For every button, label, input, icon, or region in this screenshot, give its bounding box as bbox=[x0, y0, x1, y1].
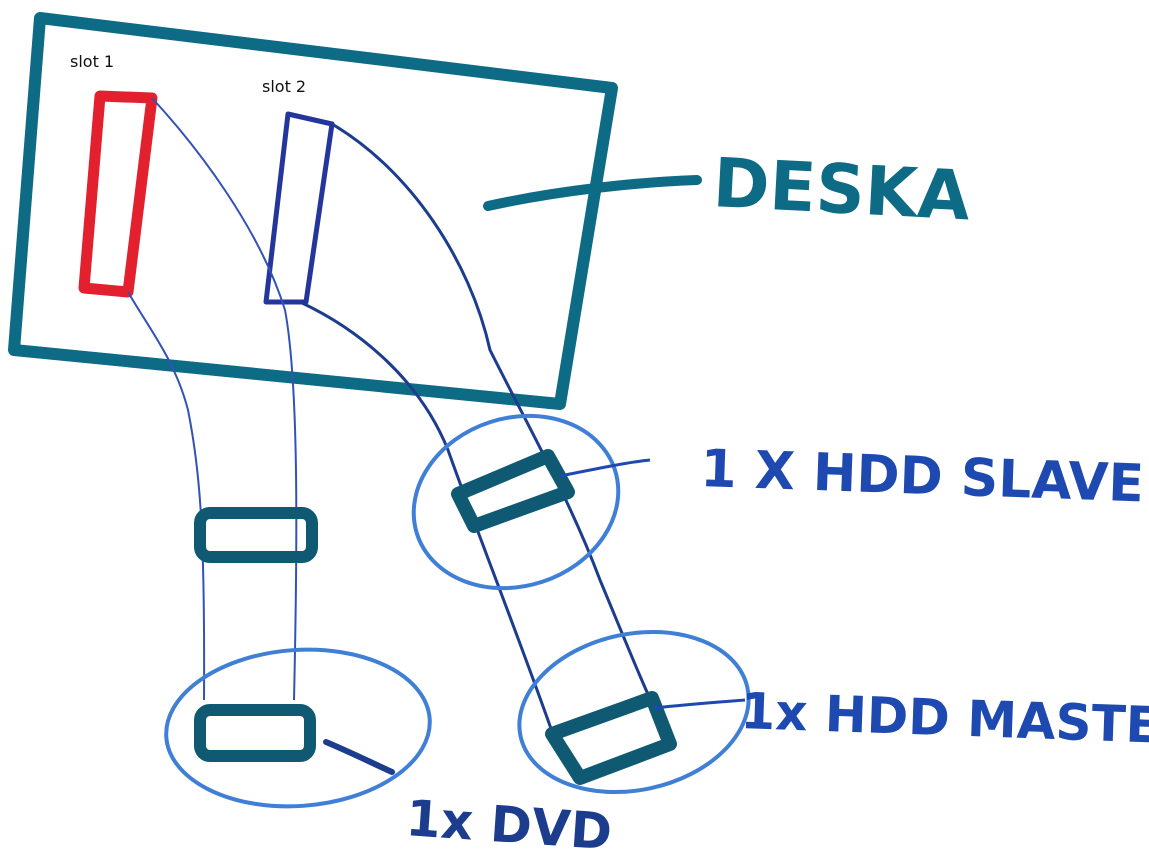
board-pointer-line bbox=[483, 175, 702, 211]
slot-1-label: slot 1 bbox=[70, 52, 114, 71]
hdd-slave-pointer bbox=[559, 458, 651, 478]
slot-1 bbox=[78, 90, 158, 298]
hdd-master-label: 1x HDD MASTER bbox=[740, 682, 1149, 756]
hdd-master-circle bbox=[517, 629, 751, 795]
slot-2 bbox=[263, 111, 335, 305]
hdd-master-connector bbox=[545, 691, 677, 785]
board-label: DESKA bbox=[711, 144, 972, 236]
dvd-pointer bbox=[323, 739, 395, 775]
hdd-master-pointer bbox=[653, 698, 746, 710]
hdd-cable-right bbox=[331, 122, 662, 721]
hdd-cable-left bbox=[299, 300, 557, 741]
dvd-cable-right bbox=[151, 97, 298, 701]
motherboard-outline bbox=[8, 12, 618, 410]
hdd-slave-label: 1 X HDD SLAVE bbox=[700, 439, 1145, 514]
dvd-upper-connector bbox=[194, 507, 318, 563]
dvd-label: 1x DVD bbox=[404, 789, 614, 861]
slot-2-label: slot 2 bbox=[262, 77, 306, 96]
dvd-circle bbox=[164, 647, 432, 809]
hdd-slave-connector bbox=[451, 449, 575, 533]
hdd-slave-circle bbox=[411, 413, 621, 591]
dvd-cable-left bbox=[127, 291, 206, 701]
dvd-lower-connector bbox=[194, 704, 316, 762]
